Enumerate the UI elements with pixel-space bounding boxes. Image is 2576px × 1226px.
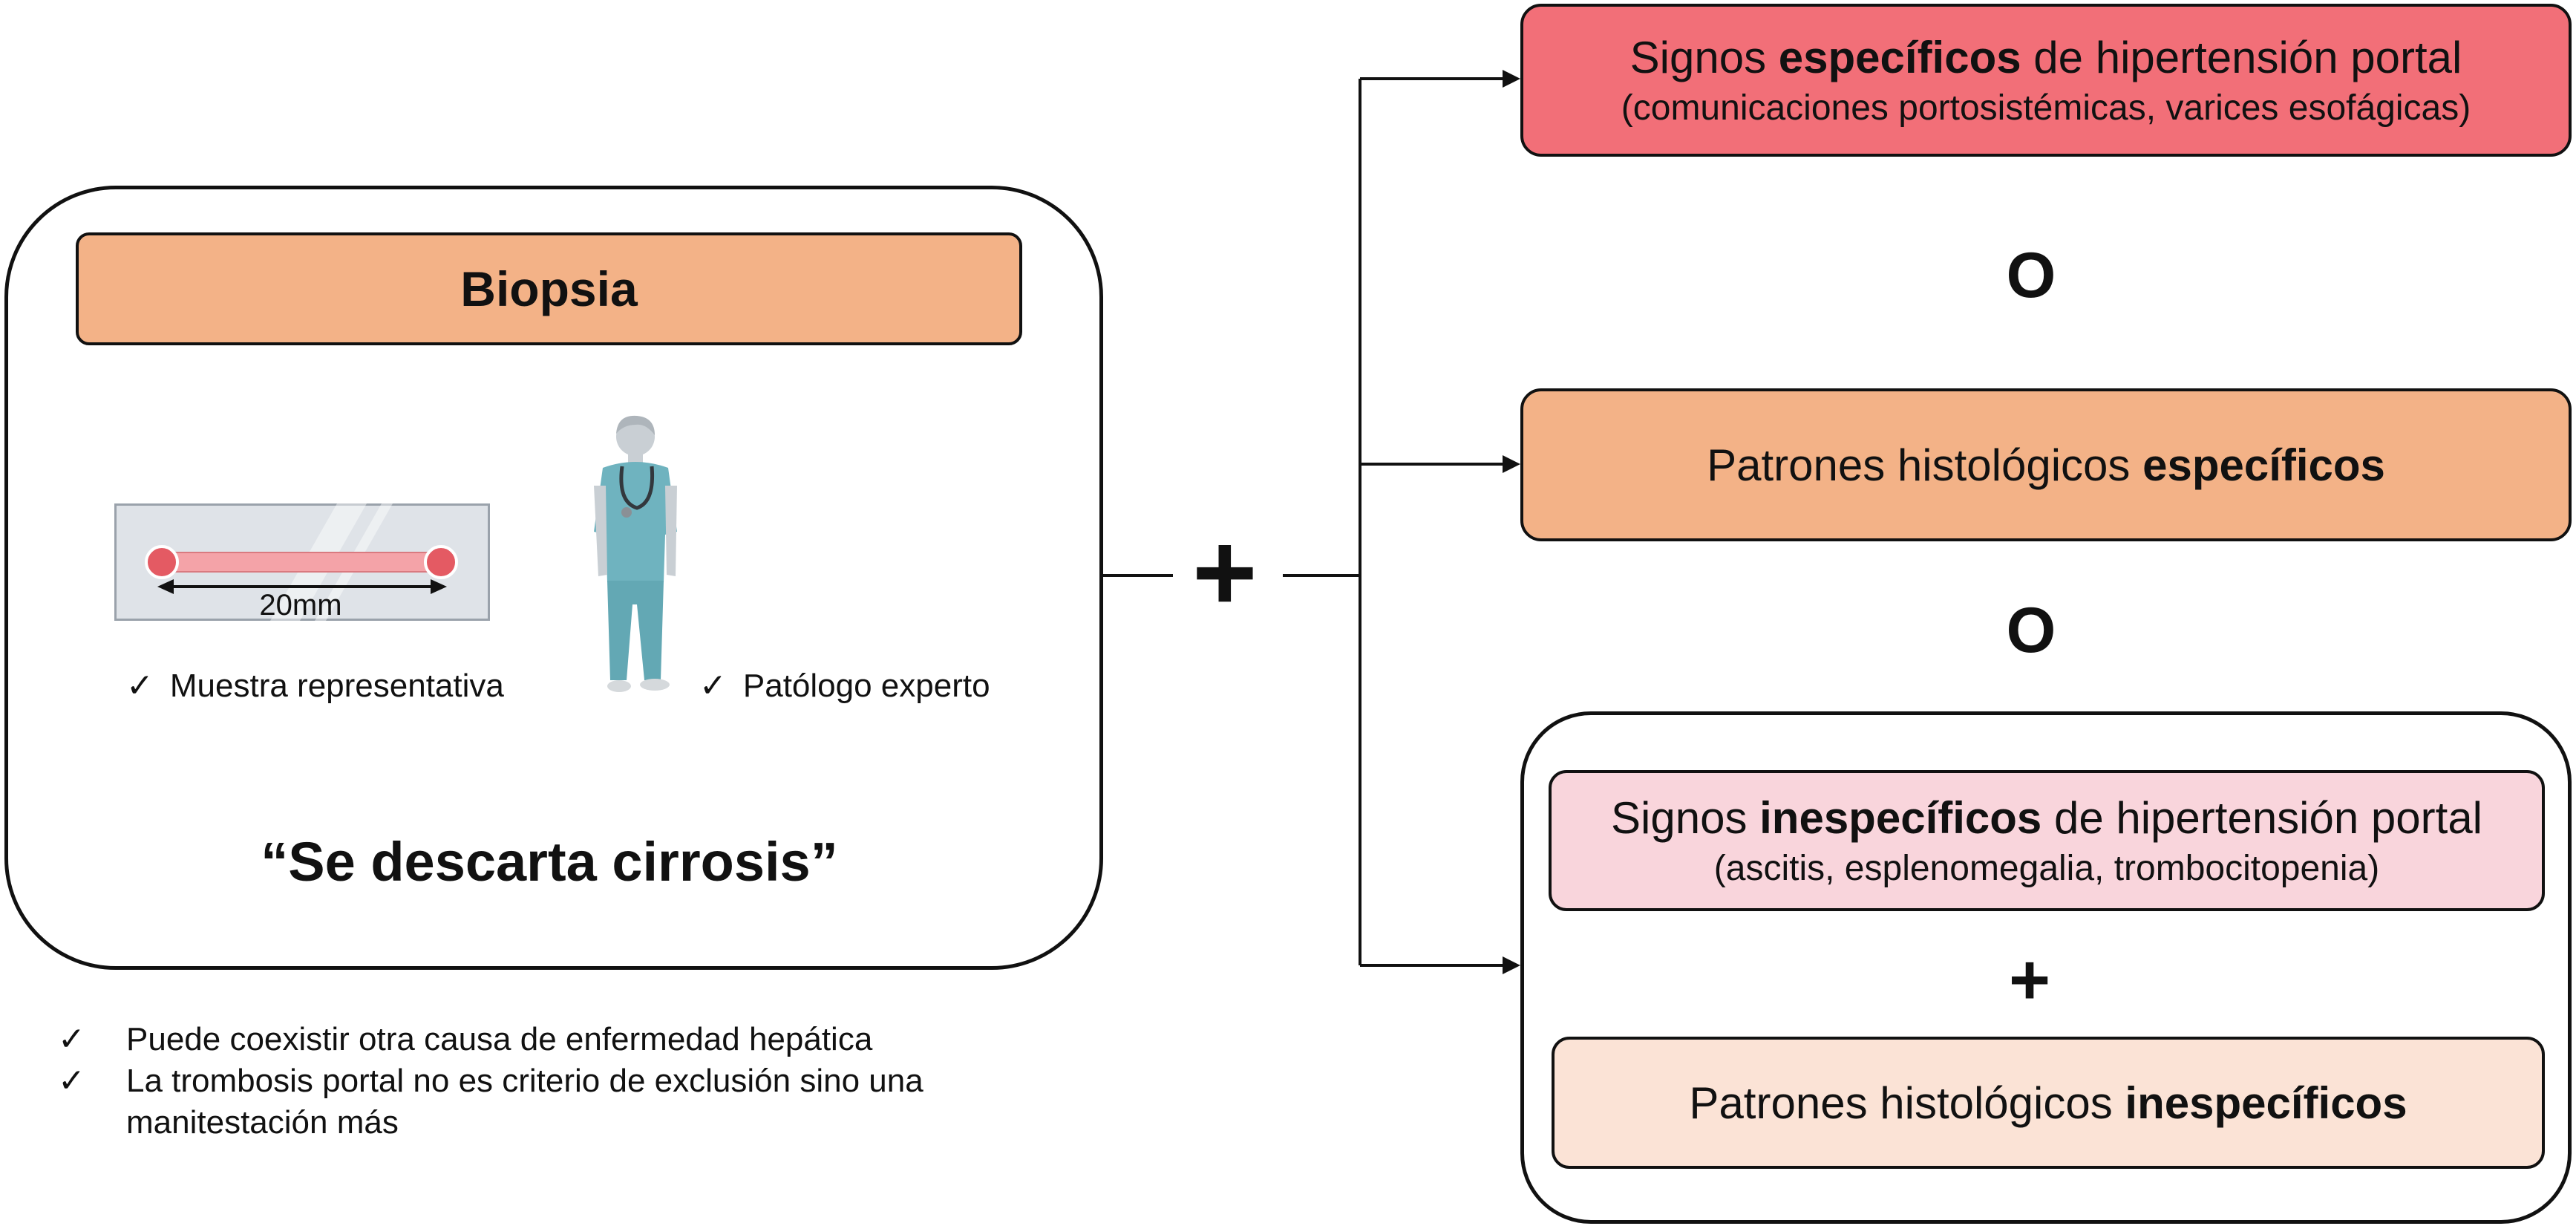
plus-sign: + <box>1192 509 1258 634</box>
sample-illustration: 20mm <box>145 503 458 621</box>
note-text: Puede coexistir otra causa de enfermedad… <box>126 1021 873 1057</box>
nonspecific-signs-title: Signos inespecíficos de hipertensión por… <box>1610 793 2483 843</box>
check-icon: ✓ <box>126 668 154 704</box>
check-icon: ✓ <box>58 1021 85 1057</box>
list-item: ✓ La trombosis portal no es criterio de … <box>58 1060 923 1102</box>
specific-patterns-title: Patrones histológicos específicos <box>1707 440 2385 490</box>
biopsy-title: Biopsia <box>76 232 1022 345</box>
pathologist-illustration <box>594 415 677 692</box>
nonspecific-patterns-title: Patrones histológicos inespecíficos <box>1689 1077 2407 1128</box>
specific-patterns-box: Patrones histológicos específicos <box>1520 388 2572 541</box>
nonspecific-signs-detail: (ascitis, esplenomegalia, trombocitopeni… <box>1713 849 2380 888</box>
caption-pathologist-text: Patólogo experto <box>742 667 990 704</box>
list-item: manitestación más <box>58 1102 923 1144</box>
nonspecific-signs-box: Signos inespecíficos de hipertensión por… <box>1549 770 2545 911</box>
plus-sign: + <box>2009 940 2051 1020</box>
or-label: O <box>2006 240 2056 311</box>
note-text: manitestación más <box>126 1104 399 1141</box>
nonspecific-patterns-box: Patrones histológicos inespecíficos <box>1552 1037 2545 1169</box>
quote-rule-out-cirrhosis: “Se descarta cirrosis” <box>261 831 838 893</box>
specific-signs-title: Signos específicos de hipertensión porta… <box>1629 33 2462 82</box>
sample-length-label: 20mm <box>259 589 341 621</box>
or-label: O <box>2006 595 2056 666</box>
specific-signs-box: Signos específicos de hipertensión porta… <box>1520 4 2572 157</box>
arrowhead-nonspecific-group <box>1503 956 1520 974</box>
biopsy-title-text: Biopsia <box>460 261 638 316</box>
check-icon: ✓ <box>699 668 727 704</box>
notes-list: ✓ Puede coexistir otra causa de enfermed… <box>58 1019 923 1144</box>
caption-pathologist: ✓ Patólogo experto <box>699 667 990 705</box>
caption-sample: ✓ Muestra representativa <box>126 667 504 705</box>
specific-signs-detail: (comunicaciones portosistémicas, varices… <box>1621 88 2471 128</box>
caption-sample-text: Muestra representativa <box>169 667 504 704</box>
note-text: La trombosis portal no es criterio de ex… <box>126 1063 923 1099</box>
check-icon: ✓ <box>58 1063 85 1099</box>
arrowhead-specific-signs <box>1503 70 1520 88</box>
arrowhead-specific-patterns <box>1503 455 1520 473</box>
list-item: ✓ Puede coexistir otra causa de enfermed… <box>58 1019 923 1060</box>
